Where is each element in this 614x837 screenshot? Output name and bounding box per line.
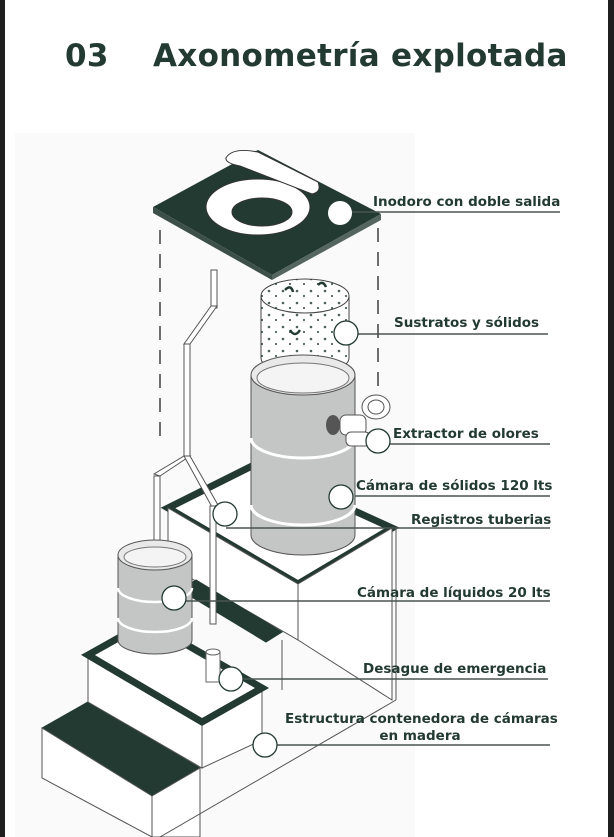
callout-marker-registros: [212, 501, 238, 527]
callout-label-camara-liquidos: Cámara de líquidos 20 lts: [357, 585, 551, 601]
vent-pipes: [152, 269, 219, 625]
callout-marker-inodoro: [328, 201, 352, 225]
substrate-cylinder: [260, 278, 350, 375]
callout-label-extractor: Extractor de olores: [393, 426, 539, 442]
callout-marker-camara-solidos: [328, 484, 354, 510]
callout-label-sustratos: Sustratos y sólidos: [394, 315, 540, 331]
callout-label-estructura: Estructura contenedora de cámaras en mad…: [285, 711, 558, 745]
wooden-structure: [41, 461, 400, 837]
solids-barrel: [249, 354, 391, 556]
callout-marker-extractor: [365, 428, 391, 454]
callout-marker-sustratos: [333, 320, 359, 346]
callout-markers: [161, 201, 560, 758]
emergency-drain: [205, 648, 221, 683]
callout-label-desague: Desague de emergencia: [363, 661, 547, 677]
callout-marker-estructura: [252, 732, 278, 758]
callout-marker-camara-liquidos: [161, 585, 187, 611]
section-title: Axonometría explotada: [153, 38, 568, 74]
callout-label-estructura-line2: en madera: [379, 728, 461, 744]
toilet-panel: [153, 150, 381, 445]
callout-label-registros: Registros tuberias: [411, 512, 552, 528]
callout-label-estructura-line1: Estructura contenedora de cámaras: [285, 711, 558, 727]
liquids-barrel: [116, 539, 194, 655]
callout-marker-desague: [218, 666, 244, 692]
callout-label-inodoro: Inodoro con doble salida: [373, 194, 561, 210]
callout-label-camara-solidos: Cámara de sólidos 120 lts: [356, 478, 553, 494]
section-number: 03: [65, 38, 109, 74]
